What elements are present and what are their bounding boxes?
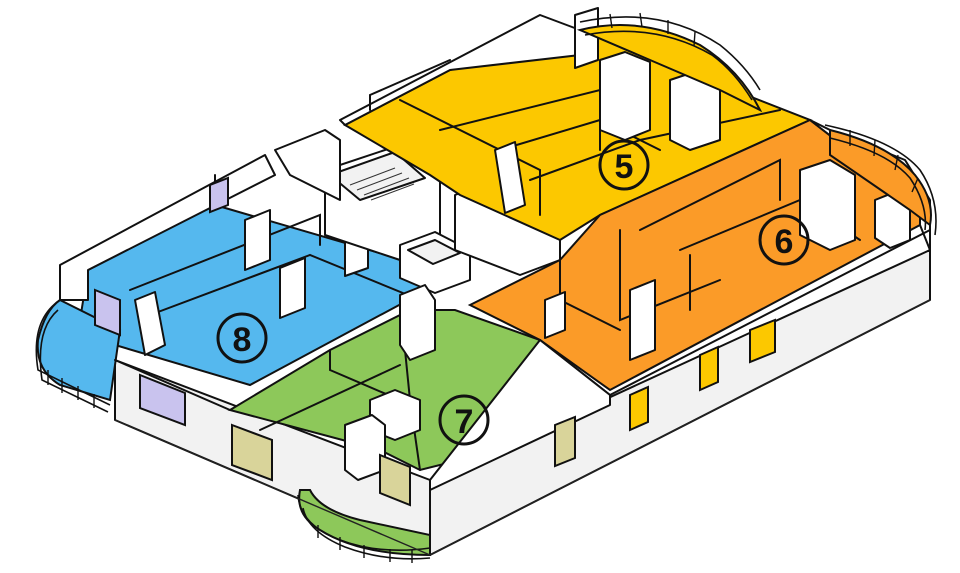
unit-6-balcony-floor <box>829 128 932 227</box>
unit-7-number: 7 <box>455 403 474 441</box>
elevator-opening <box>407 239 461 265</box>
unit-6-column <box>799 159 856 251</box>
unit-7-partition <box>329 349 401 401</box>
stair-treads <box>349 167 415 201</box>
unit-6-number: 6 <box>775 223 794 261</box>
rail-post <box>639 12 643 28</box>
base-edge <box>114 299 931 556</box>
unit-6-partition-a <box>619 229 721 322</box>
unit-7-column <box>399 284 436 361</box>
unit-8-column <box>244 209 271 271</box>
unit-7-window <box>231 423 273 482</box>
unit-5-partition <box>369 59 451 111</box>
unit-6-window <box>629 385 649 432</box>
unit-5-partition-a <box>399 99 541 216</box>
unit-6-window <box>749 318 776 364</box>
unit-6-badge: 6 <box>758 214 810 266</box>
unit-5-number: 5 <box>615 148 634 186</box>
unit-5-balcony-rail <box>579 16 761 91</box>
unit-8-window <box>94 288 121 337</box>
unit-6-column-d <box>544 291 566 339</box>
unit-8-window <box>209 176 229 214</box>
unit-8-column-b <box>279 257 306 319</box>
corridor-wall <box>274 129 341 201</box>
unit-8-balcony-rail-lower <box>39 309 109 413</box>
rail-post <box>873 139 876 157</box>
unit-8-partition-a <box>129 213 321 291</box>
roof-edge-east <box>609 229 931 396</box>
unit-5-column <box>494 141 526 214</box>
unit-5-balcony-floor <box>576 24 763 113</box>
unit-6-partition-b <box>639 158 781 231</box>
roof-edge <box>114 359 231 411</box>
unit-7-window <box>379 453 411 507</box>
unit-5-column-b <box>599 51 651 141</box>
rail-post <box>693 31 696 47</box>
unit-8-window <box>139 373 186 427</box>
unit-5-column-d <box>574 7 599 69</box>
rail-post <box>609 13 613 29</box>
stair-well <box>329 151 426 201</box>
unit-6-balcony-rail-lower <box>829 137 927 231</box>
unit-8-badge: 8 <box>216 312 268 364</box>
unit-5-badge: 5 <box>598 139 650 191</box>
unit-7-partition-b <box>259 364 401 431</box>
unit-6-column-c <box>629 279 656 361</box>
unit-7-badge: 7 <box>438 394 490 446</box>
unit-7-balcony-rail-lower <box>302 507 431 560</box>
rail-post <box>894 154 899 171</box>
rail-post <box>911 177 919 193</box>
unit-8-number: 8 <box>233 321 252 359</box>
unit-5-partition-d <box>529 109 781 181</box>
unit-8-partition-b <box>149 253 421 316</box>
unit-7-window <box>554 415 576 468</box>
unit-8-column-d <box>134 291 166 356</box>
unit-5-balcony-rail-lower <box>584 30 753 101</box>
unit-7-wall-front <box>429 339 611 491</box>
unit-8-balcony-rail <box>35 299 111 406</box>
unit-6-balcony-rail <box>824 124 937 236</box>
unit-6-window <box>699 345 719 392</box>
